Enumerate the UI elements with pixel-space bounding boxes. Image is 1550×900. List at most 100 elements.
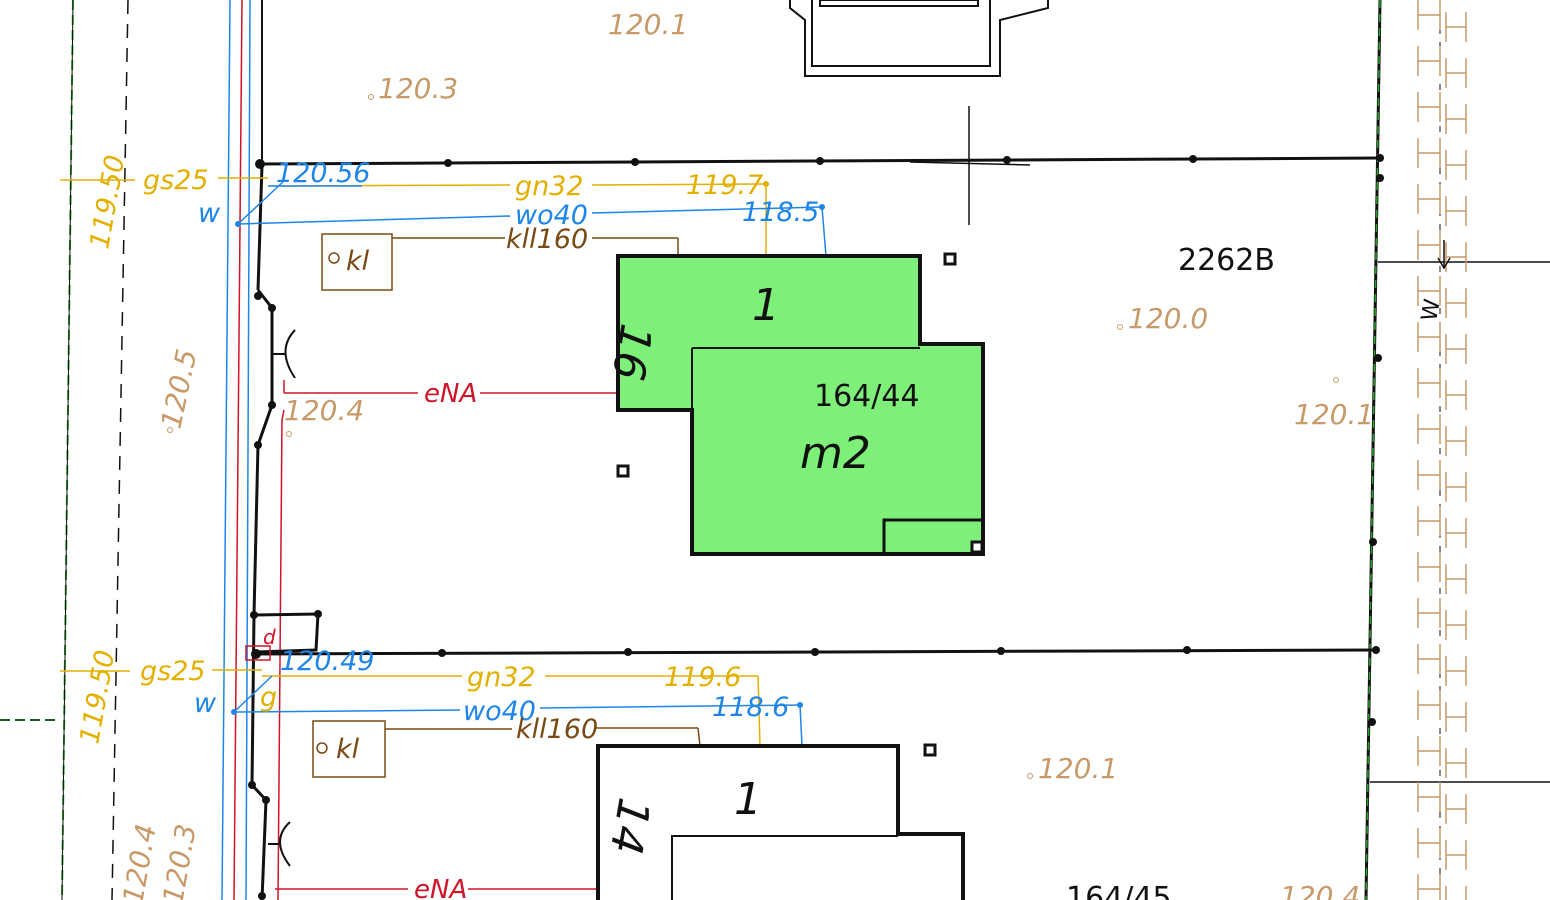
top-power-lines xyxy=(283,380,620,394)
manhole-label: kl xyxy=(346,246,370,277)
building-number: 14 xyxy=(599,794,659,858)
street-light-symbols xyxy=(268,329,296,867)
power-label: eNA xyxy=(424,379,477,409)
fence-segment xyxy=(1445,748,1467,778)
top-water-lines xyxy=(237,179,827,257)
gas-elevation-label: 119.7 xyxy=(686,170,763,201)
elevation-label: 120.1 xyxy=(1294,398,1374,431)
gas-elevation-label: 119.6 xyxy=(664,662,741,693)
sewer-label: kll160 xyxy=(516,714,598,745)
fence-segment xyxy=(1445,518,1467,548)
fence-segment xyxy=(1445,104,1467,134)
water-main-label: wo40 xyxy=(515,200,588,231)
manhole-label: kl xyxy=(336,734,360,765)
water-letter-label: w xyxy=(194,688,217,719)
parcel-number: 2262B xyxy=(1178,243,1275,278)
gas-main-label: gn32 xyxy=(467,662,536,693)
elevation-label: 120.4 xyxy=(1280,880,1360,900)
fence-segment xyxy=(1417,460,1441,490)
building-lower[interactable] xyxy=(596,744,965,900)
fence-segment xyxy=(1417,184,1441,214)
fence-segment xyxy=(1417,276,1441,306)
fence-segment xyxy=(1417,828,1441,858)
water-main-label: wo40 xyxy=(463,696,536,727)
bottom-gas-lines xyxy=(60,669,761,747)
water-elevation-top-label: 120.56 xyxy=(276,158,370,189)
fence-segment xyxy=(1445,886,1467,900)
fence-segment xyxy=(1417,782,1441,812)
fence-segment xyxy=(1445,150,1467,180)
gas-main-label: gn32 xyxy=(515,171,584,202)
building-material: m2 xyxy=(800,428,871,479)
elevation-label: 120.1 xyxy=(1038,752,1118,785)
fence-segment xyxy=(1417,874,1441,900)
pole-letter-label: d xyxy=(263,625,276,649)
building-storeys: 1 xyxy=(734,774,762,825)
fence-segment xyxy=(1445,196,1467,226)
fence-segment xyxy=(1417,690,1441,720)
gas-service-label: gs25 xyxy=(140,656,206,687)
right-fence xyxy=(1364,0,1550,900)
fence-segment xyxy=(1417,322,1441,352)
fence-segment xyxy=(1417,368,1441,398)
water-elevation-top-label: 120.49 xyxy=(280,646,374,677)
fence-segment xyxy=(1445,794,1467,824)
fence-segment xyxy=(1445,288,1467,318)
fence-segment xyxy=(1417,138,1441,168)
fence-segment xyxy=(1417,0,1441,30)
building-number: 16 xyxy=(601,320,661,384)
arrow-head xyxy=(1437,257,1451,270)
fence-segment xyxy=(1417,506,1441,536)
top-building xyxy=(789,0,1049,77)
utility-box xyxy=(245,612,320,661)
elevation-label: 120.3 xyxy=(156,822,202,900)
fence-segment xyxy=(1445,656,1467,686)
water-elevation-label: 118.6 xyxy=(712,692,789,723)
elevation-label: 120.0 xyxy=(1128,302,1208,335)
elevation-label: 120.5 xyxy=(155,346,204,431)
bottom-sewer-lines xyxy=(312,720,701,778)
elevation-label: 120.1 xyxy=(608,8,688,41)
fence-segment xyxy=(1417,552,1441,582)
bottom-water-lines xyxy=(233,675,803,747)
plot-label: 164/45 xyxy=(1066,881,1172,900)
fence-segment xyxy=(1445,334,1467,364)
fence-segment xyxy=(1445,12,1467,42)
plot-label: 164/44 xyxy=(814,379,920,414)
fence-segment xyxy=(1445,472,1467,502)
fence-segment xyxy=(1417,414,1441,444)
water-letter-label: w xyxy=(198,198,221,229)
fence-segment xyxy=(1445,564,1467,594)
fence-segment xyxy=(1417,92,1441,122)
fence-segment xyxy=(1445,242,1467,272)
fence-segment xyxy=(1445,840,1467,870)
fence-segment xyxy=(1417,644,1441,674)
fence-segment xyxy=(1445,380,1467,410)
vertical-utility-lines xyxy=(221,0,285,900)
fence-segment xyxy=(1445,426,1467,456)
building-storeys: 1 xyxy=(752,280,780,331)
elevation-label: 120.4 xyxy=(284,394,364,427)
sewer-label: kll160 xyxy=(506,224,588,255)
top-sewer-lines xyxy=(321,233,679,291)
street-marker: W xyxy=(1417,297,1445,323)
survey-points xyxy=(248,154,1384,900)
elevation-label: 120.4 xyxy=(116,822,162,900)
gas-service-label: gs25 xyxy=(143,165,209,196)
gas-letter-label: g xyxy=(260,682,277,713)
fence-segment xyxy=(1417,598,1441,628)
fence-brick-pattern xyxy=(1417,0,1467,900)
building-main[interactable] xyxy=(616,254,985,556)
power-label: eNA xyxy=(414,875,467,900)
street-lines xyxy=(0,0,129,900)
water-elevation-label: 118.5 xyxy=(742,197,819,228)
fence-segment xyxy=(1417,230,1441,260)
fence-segment xyxy=(1445,610,1467,640)
fence-segment xyxy=(1445,58,1467,88)
corner-markers xyxy=(616,252,984,757)
fence-segment xyxy=(1417,46,1441,76)
fence-segment xyxy=(1417,736,1441,766)
fence-segment xyxy=(1445,702,1467,732)
elevation-label: 120.3 xyxy=(378,72,458,105)
